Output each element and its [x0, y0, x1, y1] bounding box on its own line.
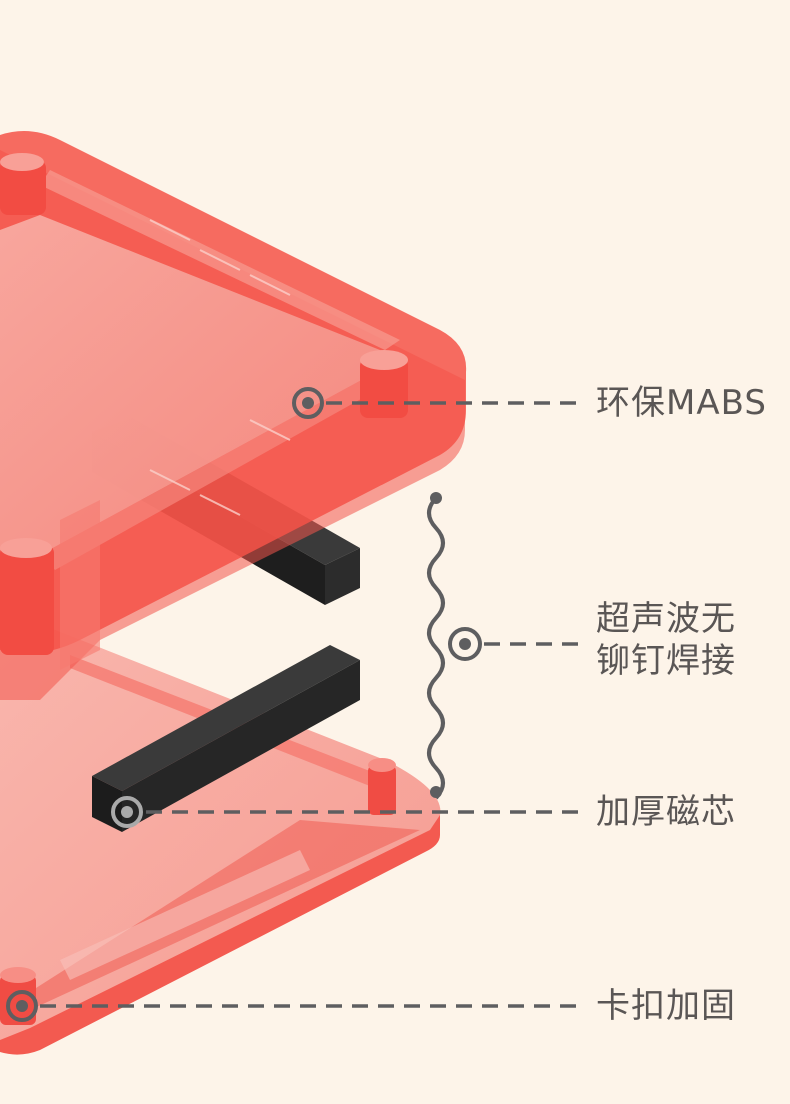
label-welding: 超声波无 铆钉焊接	[596, 598, 736, 682]
label-welding-line2: 铆钉焊接	[596, 641, 736, 681]
target-marker-icon	[448, 627, 482, 661]
label-clip: 卡扣加固	[596, 986, 736, 1026]
label-material: 环保MABS	[596, 383, 767, 423]
target-marker-icon	[111, 796, 143, 828]
target-marker-icon	[292, 387, 324, 419]
wave-line-icon	[427, 496, 445, 800]
bottom-shell	[0, 620, 441, 1055]
callout-welding	[427, 492, 585, 800]
top-shell	[0, 131, 467, 700]
callout-magnet	[111, 796, 585, 828]
callout-material	[292, 387, 585, 419]
label-magnet: 加厚磁芯	[596, 792, 736, 832]
target-marker-icon	[6, 990, 38, 1022]
callout-clip	[6, 990, 585, 1022]
label-welding-line1: 超声波无	[596, 599, 736, 639]
